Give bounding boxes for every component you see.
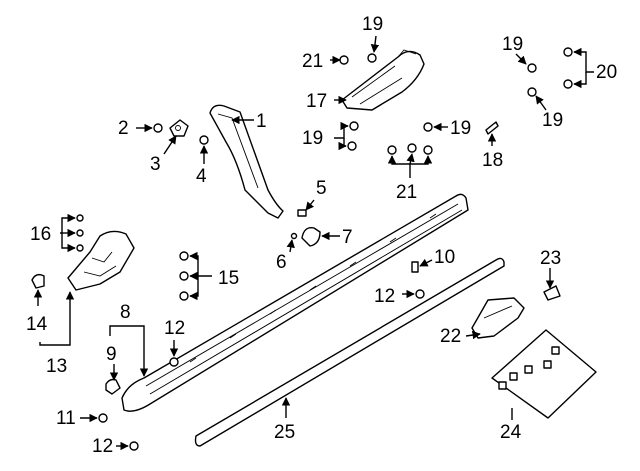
end-clip-part: [105, 378, 121, 395]
callout-19b: 19: [302, 128, 323, 149]
callout-labels: 1 2 3 4 5 6 7 8 9 10 11 12 12 12 13 14 1…: [26, 14, 617, 457]
pin-part: [485, 121, 499, 135]
callout-10: 10: [434, 247, 455, 268]
callout-8: 8: [120, 302, 131, 323]
callout-6: 6: [276, 252, 287, 273]
callout-3: 3: [150, 154, 161, 175]
fastener-kit-panel-part: [491, 329, 597, 419]
callout-2: 2: [118, 118, 129, 139]
callout-15: 15: [218, 268, 239, 289]
leader-lines: [33, 35, 594, 451]
callout-23: 23: [540, 248, 561, 269]
callout-19e: 19: [542, 110, 563, 131]
callout-25: 25: [274, 422, 295, 443]
callout-7: 7: [342, 227, 353, 248]
callout-12b: 12: [164, 318, 185, 339]
lower-strip-part: [194, 257, 505, 447]
callout-12c: 12: [374, 286, 395, 307]
pillar-trim-part: [209, 104, 284, 219]
rear-bracket-part: [67, 230, 135, 291]
callout-24: 24: [500, 422, 522, 443]
cover-cap-part: [301, 227, 321, 247]
callout-12a: 12: [92, 436, 113, 457]
callout-19d: 19: [502, 34, 523, 55]
callout-21a: 21: [302, 51, 323, 72]
callout-16: 16: [30, 224, 51, 245]
callout-19c: 19: [450, 118, 471, 139]
small-bracket-part: [543, 285, 561, 301]
callout-14: 14: [26, 314, 48, 335]
callout-13: 13: [46, 356, 67, 377]
rocker-panel-moulding-part: [121, 193, 469, 412]
hinge-clip-part: [169, 119, 189, 137]
callout-19a: 19: [362, 14, 383, 35]
callout-11: 11: [56, 408, 76, 429]
callout-5: 5: [316, 178, 327, 199]
small-clip-part: [31, 273, 45, 289]
callout-22: 22: [440, 326, 461, 347]
callout-17: 17: [306, 91, 327, 112]
upper-bracket-part: [341, 49, 425, 111]
side-bracket-part: [471, 297, 525, 339]
misc-fasteners: [290, 209, 419, 273]
callout-4: 4: [196, 166, 207, 187]
callout-9: 9: [106, 344, 117, 365]
callout-1: 1: [256, 111, 267, 132]
callout-18: 18: [482, 150, 503, 171]
callout-21b: 21: [396, 182, 417, 203]
fastener-screws: [76, 47, 573, 451]
callout-20: 20: [596, 62, 617, 83]
